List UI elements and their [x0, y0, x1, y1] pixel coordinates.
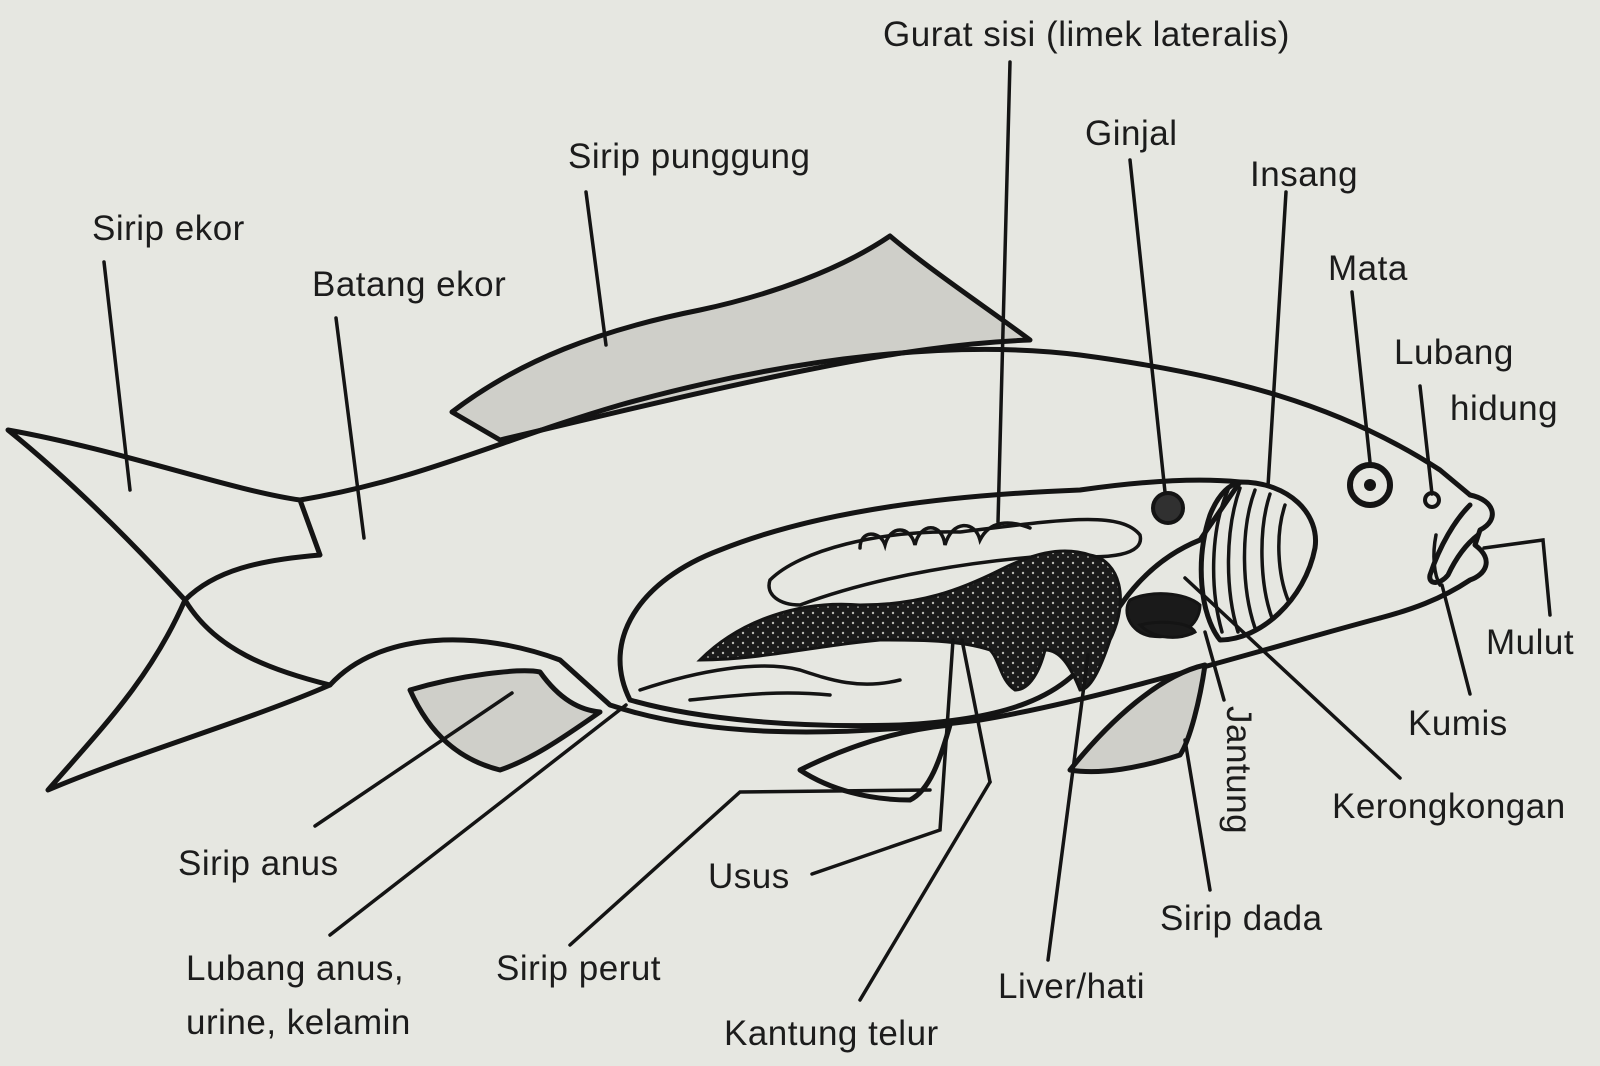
leader-lubang-hidung — [1418, 384, 1434, 496]
leader-kantung-telur — [858, 780, 992, 1002]
leader-lines — [102, 60, 1552, 1002]
anal-fin-shape — [407, 668, 603, 773]
leader-kerongkongan — [1183, 576, 1402, 780]
head-outline — [1377, 492, 1495, 621]
leader-sirip-dada — [1183, 738, 1212, 892]
label-mulut: Mulut — [1486, 623, 1574, 662]
labels: Gurat sisi (limek lateralis) Ginjal Insa… — [92, 15, 1574, 1053]
leader-gurat-sisi — [996, 60, 1012, 524]
leader-ginjal — [1128, 158, 1167, 494]
label-liver-hati: Liver/hati — [998, 967, 1145, 1006]
leader-jantung — [1203, 630, 1226, 702]
leader-lubang-anus — [328, 703, 628, 937]
swim-bladder-shape — [767, 517, 1143, 607]
leader-sirip-perut — [568, 788, 932, 947]
label-kantung-telur: Kantung telur — [724, 1014, 939, 1053]
pectoral-fin-shape — [1067, 662, 1208, 775]
label-batang-ekor: Batang ekor — [312, 265, 506, 304]
label-usus: Usus — [708, 857, 790, 896]
label-mata: Mata — [1328, 249, 1408, 288]
leader-batang-ekor — [334, 316, 366, 540]
pelvic-fin-shape — [797, 722, 953, 803]
label-sirip-perut: Sirip perut — [496, 949, 661, 988]
leader-usus — [810, 638, 955, 876]
liver-organ-shape — [696, 549, 1122, 692]
label-sirip-dada: Sirip dada — [1160, 899, 1323, 938]
leader-sirip-ekor — [102, 260, 132, 492]
intestine-loop — [638, 664, 902, 702]
tail-fin-shape — [5, 427, 333, 793]
leader-mata — [1350, 290, 1372, 464]
leader-insang — [1266, 190, 1288, 488]
dorsal-fin-shape — [449, 233, 1033, 443]
barbel-shape — [1432, 533, 1442, 587]
leader-liver — [1046, 653, 1090, 962]
label-lubang-anus-2: urine, kelamin — [186, 1003, 411, 1042]
label-kerongkongan: Kerongkongan — [1332, 787, 1566, 826]
label-insang: Insang — [1250, 155, 1358, 194]
eye-shape — [1347, 462, 1393, 508]
label-sirip-anus: Sirip anus — [178, 844, 339, 883]
label-lubang-anus-1: Lubang anus, — [186, 949, 404, 988]
label-jantung: Jantung — [1219, 706, 1258, 834]
leader-sirip-punggung — [584, 190, 608, 347]
leader-mulut — [1482, 538, 1552, 617]
fish-body — [5, 233, 1495, 803]
kidney-shape — [1151, 491, 1185, 525]
leader-sirip-anus — [313, 691, 514, 828]
label-lubang-hidung-1: Lubang — [1394, 333, 1514, 372]
gills-shape — [1198, 479, 1319, 643]
label-sirip-punggung: Sirip punggung — [568, 137, 810, 176]
label-kumis: Kumis — [1408, 704, 1508, 743]
leader-kantung-telur-top — [960, 638, 992, 784]
heart-lower-shape — [1137, 620, 1197, 639]
body-upper-outline — [297, 346, 1473, 503]
label-gurat-sisi: Gurat sisi (limek lateralis) — [883, 15, 1290, 54]
lateral-tubes — [858, 521, 1032, 552]
leader-kumis — [1440, 583, 1472, 696]
label-lubang-hidung-2: hidung — [1450, 389, 1558, 428]
label-ginjal: Ginjal — [1085, 114, 1177, 153]
mouth-shape — [1427, 502, 1481, 585]
label-sirip-ekor: Sirip ekor — [92, 209, 245, 248]
